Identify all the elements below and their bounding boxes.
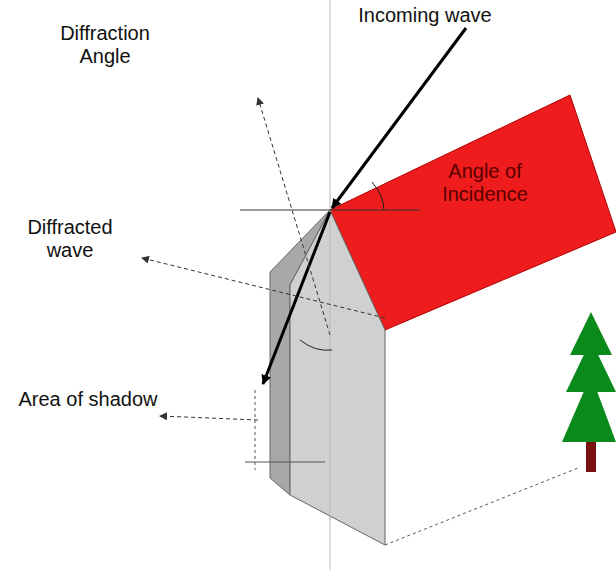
wave-label: Incoming wave [340, 4, 510, 27]
tree-crown [562, 375, 616, 442]
angle-label: Diffraction Angle [40, 22, 170, 68]
region-label: Area of shadow [18, 388, 158, 411]
shadow-line [255, 390, 256, 470]
roof [330, 95, 616, 330]
diffracted-arrow [263, 212, 330, 384]
horizontal-line [240, 210, 330, 211]
incidence-arc [372, 182, 384, 210]
leader-line [160, 416, 258, 420]
leader-line [142, 258, 385, 318]
angle-label: Angle of Incidence [405, 160, 565, 206]
incoming-arrow [332, 28, 466, 208]
horizontal-line [330, 210, 420, 211]
shadow-line [245, 462, 325, 463]
house-front-face [290, 210, 385, 545]
ground-line [385, 468, 578, 545]
normal-line [330, 210, 331, 520]
wave-label: Diffracted wave [10, 216, 130, 262]
leader-line [258, 98, 330, 335]
diffraction-arc [300, 340, 332, 350]
normal-line [330, 0, 331, 570]
tree-trunk [586, 440, 596, 472]
